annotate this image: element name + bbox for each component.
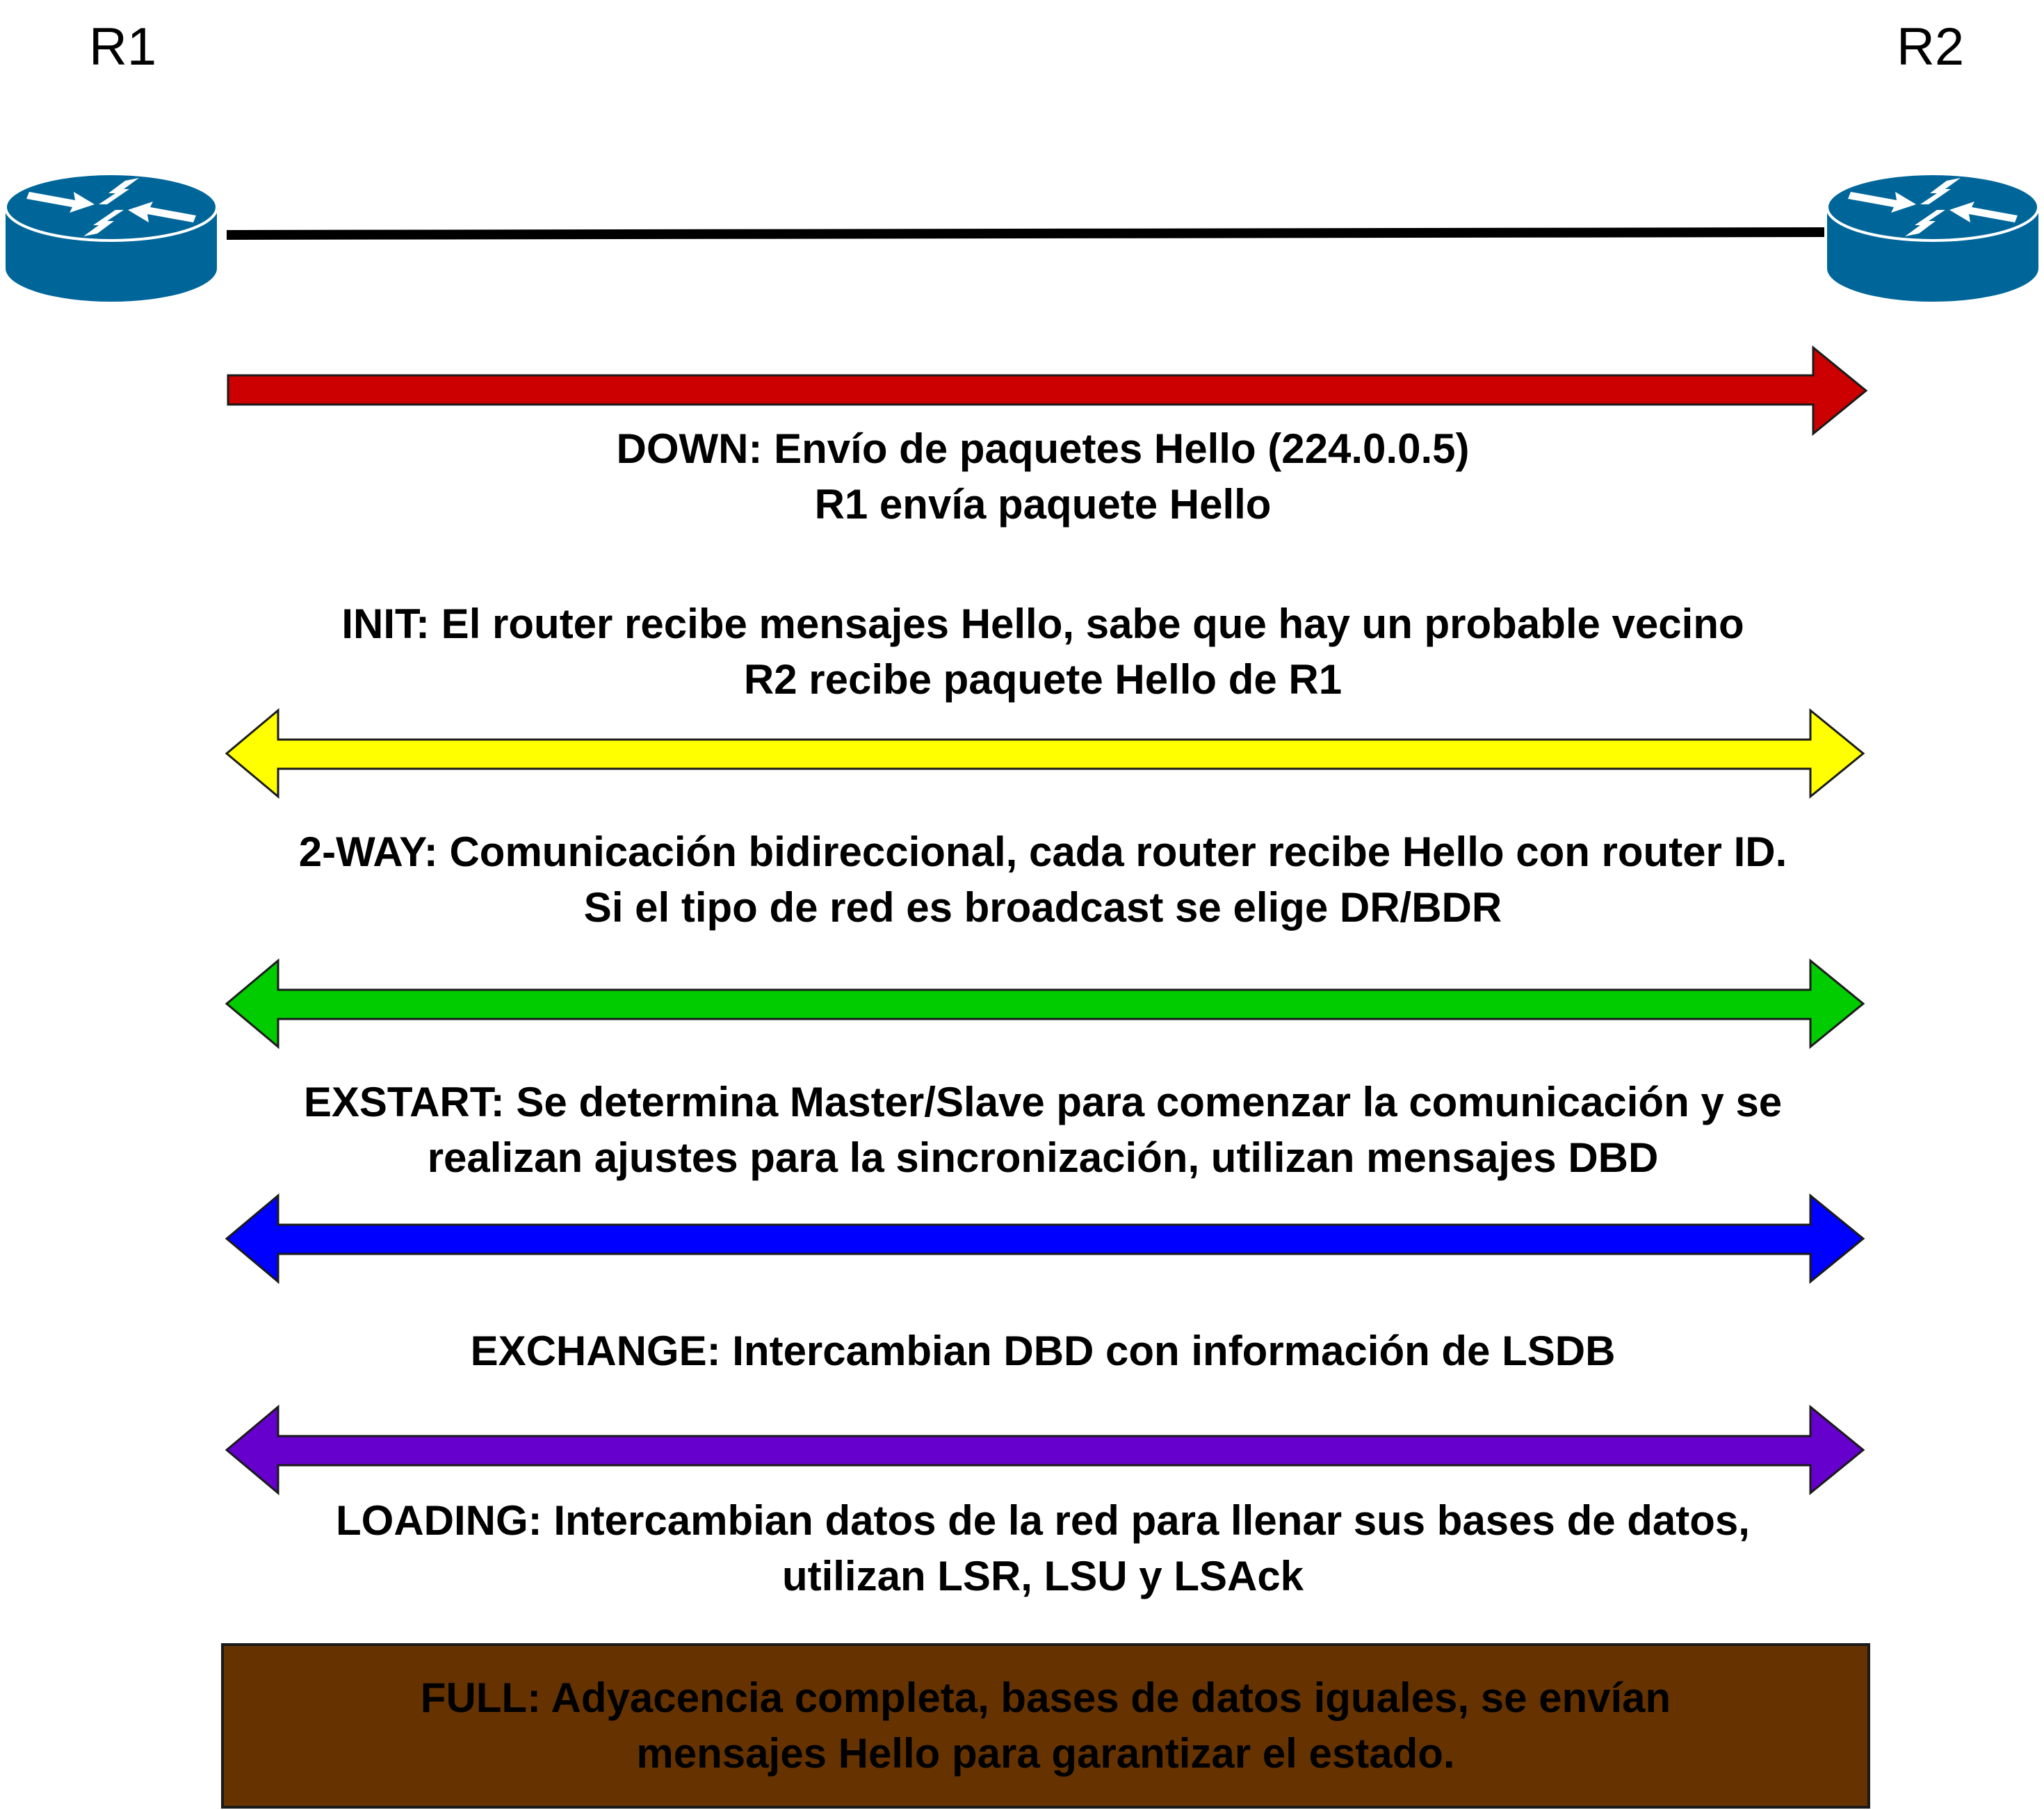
- state-twoway-line2: Si el tipo de red es broadcast se elige …: [583, 884, 1502, 931]
- state-twoway-label: 2-WAY: Comunicación bidireccional, cada …: [195, 824, 1891, 936]
- loading-arrow: [225, 1404, 1865, 1496]
- state-loading-label: LOADING: Intercambian datos de la red pa…: [195, 1493, 1891, 1604]
- exchange-arrow: [225, 1193, 1865, 1285]
- state-full-box: FULL: Adyacencia completa, bases de dato…: [221, 1643, 1870, 1809]
- state-twoway-line1: 2-WAY: Comunicación bidireccional, cada …: [298, 829, 1787, 875]
- state-down-line2: R1 envía paquete Hello: [814, 481, 1272, 528]
- router-r2-icon: [1826, 172, 2040, 303]
- state-exstart-line1: EXSTART: Se determina Master/Slave para …: [303, 1079, 1783, 1125]
- exstart-arrow: [225, 958, 1865, 1050]
- state-loading-line1: LOADING: Intercambian datos de la red pa…: [336, 1497, 1750, 1544]
- state-exstart-line2: realizan ajustes para la sincronización,…: [427, 1134, 1659, 1181]
- state-init-line1: INIT: El router recibe mensajes Hello, s…: [341, 601, 1744, 647]
- state-down-line1: DOWN: Envío de paquetes Hello (224.0.0.5…: [616, 425, 1470, 472]
- router-r2-label: R2: [1897, 17, 1965, 76]
- down-arrow: [227, 345, 1868, 437]
- state-full-line2: mensajes Hello para garantizar el estado…: [636, 1730, 1455, 1777]
- state-init-line2: R2 recibe paquete Hello de R1: [743, 656, 1343, 703]
- state-full-line1: FULL: Adyacencia completa, bases de dato…: [420, 1674, 1671, 1721]
- twoway-arrow: [225, 708, 1865, 799]
- state-exchange-line1: EXCHANGE: Intercambian DBD con informaci…: [470, 1328, 1616, 1374]
- state-init-label: INIT: El router recibe mensajes Hello, s…: [195, 596, 1891, 708]
- router-r1-icon: [4, 172, 218, 303]
- router-r1-label: R1: [89, 17, 157, 76]
- state-exchange-label: EXCHANGE: Intercambian DBD con informaci…: [195, 1323, 1891, 1379]
- state-down-label: DOWN: Envío de paquetes Hello (224.0.0.5…: [195, 421, 1891, 532]
- state-loading-line2: utilizan LSR, LSU y LSAck: [781, 1553, 1304, 1599]
- router-link: [226, 227, 1825, 240]
- state-exstart-label: EXSTART: Se determina Master/Slave para …: [195, 1075, 1891, 1186]
